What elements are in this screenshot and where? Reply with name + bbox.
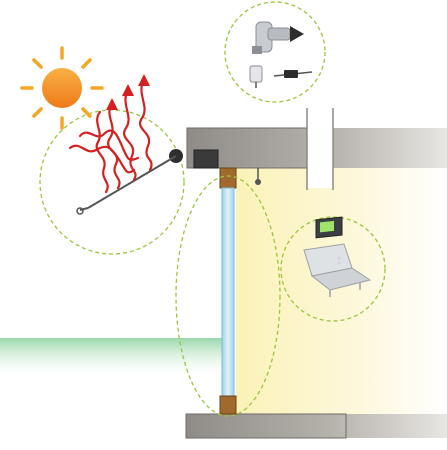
interior-sensor <box>255 168 261 185</box>
sun-icon <box>20 46 104 130</box>
window-callout <box>175 175 281 417</box>
motor-kit-callout <box>224 1 326 103</box>
upper-floor-slab <box>186 108 447 190</box>
lower-floor-slab <box>185 413 447 439</box>
window-glass <box>221 187 235 397</box>
wall-controller-icon <box>303 216 372 297</box>
motor-sensor-kit-icon <box>249 21 313 88</box>
interior-light <box>236 168 447 414</box>
window-frame-bottom <box>219 395 237 415</box>
heat-radiation-icon <box>68 74 153 194</box>
outdoor-ground <box>0 338 222 380</box>
window-frame-top <box>219 167 237 189</box>
awning-cassette <box>193 149 219 169</box>
external-awning-icon <box>76 149 183 215</box>
window <box>219 167 237 415</box>
controller-callout <box>280 216 386 322</box>
